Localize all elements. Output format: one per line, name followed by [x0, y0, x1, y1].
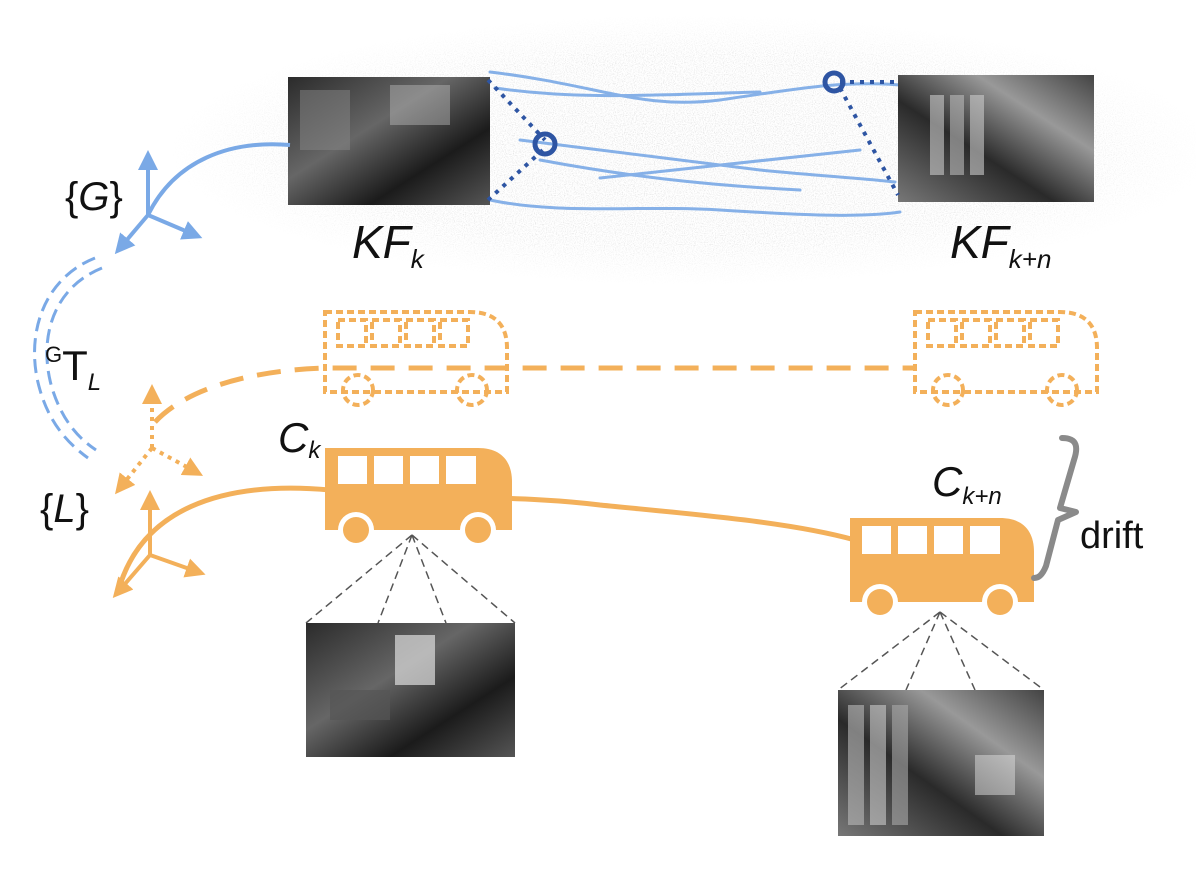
camera-image-k [306, 623, 515, 757]
camera-image-kn [838, 690, 1044, 836]
keyframe-kn-image [898, 75, 1094, 202]
map-tracks [488, 70, 902, 217]
global-to-keyframe-link [146, 142, 291, 216]
transform-label: GTL [45, 342, 101, 396]
camera-frustum-kn [837, 611, 1045, 691]
camera-k-label: Ck [278, 414, 322, 464]
keyframe-kn-label: KFk+n [950, 216, 1051, 274]
keyframe-k-label: KFk [352, 216, 426, 274]
drift-bracket [1031, 435, 1080, 581]
bus-icon-kn [850, 518, 1034, 620]
global-frame-label: {G} [65, 175, 123, 219]
global-frame-axes [114, 150, 203, 255]
camera-kn-label: Ck+n [932, 458, 1002, 510]
observation-lines [486, 78, 900, 202]
local-frame-axes [112, 490, 206, 599]
local-frame-label: {L} [40, 487, 89, 531]
camera-frustum-k [305, 534, 516, 624]
keyframe-k-image [288, 77, 490, 205]
transform-arc [33, 256, 103, 460]
estimated-trajectory [153, 365, 915, 424]
bus-estimated-kn [913, 310, 1099, 407]
bus-icon-k [325, 448, 512, 548]
local-frame-axes-estimated [115, 384, 204, 495]
drift-label: drift [1080, 515, 1144, 557]
landmark-marker [532, 131, 558, 157]
landmark-marker [822, 70, 846, 94]
bus-estimated-k [323, 310, 509, 407]
